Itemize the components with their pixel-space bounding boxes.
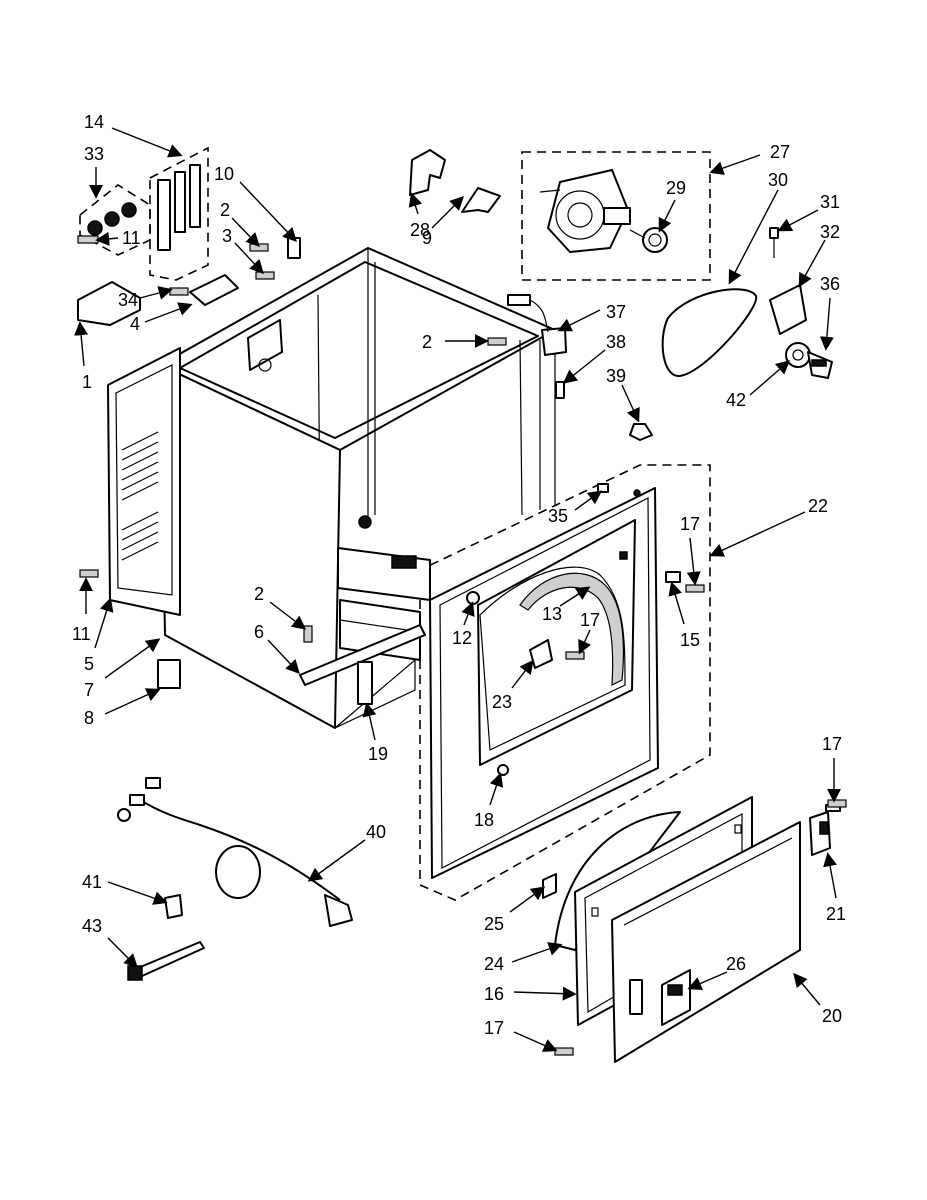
callout-28: 28 <box>410 220 430 240</box>
drum-bumper <box>629 423 653 441</box>
callout-26: 26 <box>726 954 746 974</box>
callout-32: 32 <box>820 222 840 242</box>
callout-17: 17 <box>822 734 842 754</box>
clip-15 <box>665 571 681 583</box>
callout-9: 9 <box>422 228 432 248</box>
callout-16: 16 <box>484 984 504 1004</box>
leveling-leg <box>157 659 181 689</box>
callout-2: 2 <box>254 584 264 604</box>
callout-4: 4 <box>130 314 140 334</box>
side-vents <box>121 431 159 561</box>
callout-1: 1 <box>82 372 92 392</box>
door-switch <box>507 294 567 356</box>
door-hinge <box>809 804 841 856</box>
drive-belt <box>661 288 758 378</box>
callout-21: 21 <box>826 904 846 924</box>
callout-13: 13 <box>542 604 562 624</box>
callout-8: 8 <box>84 708 94 728</box>
callout-29: 29 <box>666 178 686 198</box>
callout-17: 17 <box>484 1018 504 1038</box>
callout-25: 25 <box>484 914 504 934</box>
callout-10: 10 <box>214 164 234 184</box>
callout-19: 19 <box>368 744 388 764</box>
callout-41: 41 <box>82 872 102 892</box>
door-assembly <box>542 796 801 1063</box>
callout-2: 2 <box>220 200 230 220</box>
callout-labels: 14 33 10 2 3 11 34 4 1 28 9 27 29 30 31 … <box>72 112 846 1038</box>
idler-pulley <box>785 342 833 379</box>
callout-40: 40 <box>366 822 386 842</box>
callout-33: 33 <box>84 144 104 164</box>
callout-7: 7 <box>84 680 94 700</box>
callout-12: 12 <box>452 628 472 648</box>
callout-6: 6 <box>254 622 264 642</box>
control-knobs <box>87 202 137 236</box>
callout-18: 18 <box>474 810 494 830</box>
terminal-group-box <box>149 146 209 281</box>
callout-24: 24 <box>484 954 504 974</box>
callout-17: 17 <box>580 610 600 630</box>
callout-23: 23 <box>492 692 512 712</box>
callout-34: 34 <box>118 290 138 310</box>
bracket-1 <box>77 281 141 326</box>
callout-31: 31 <box>820 192 840 212</box>
screws <box>77 235 847 1056</box>
front-panel <box>429 483 659 879</box>
terminal-block <box>157 164 201 251</box>
callout-36: 36 <box>820 274 840 294</box>
cable-tie <box>127 941 205 981</box>
motor-clamp <box>461 187 501 213</box>
component-10 <box>287 237 301 259</box>
callout-39: 39 <box>606 366 626 386</box>
callout-17: 17 <box>680 514 700 534</box>
callout-20: 20 <box>822 1006 842 1026</box>
idler-bracket <box>769 284 807 335</box>
cabinet <box>107 247 556 729</box>
callout-15: 15 <box>680 630 700 650</box>
callout-2: 2 <box>422 332 432 352</box>
clip-41 <box>164 894 183 919</box>
callout-11: 11 <box>72 624 91 644</box>
callout-35: 35 <box>548 506 568 526</box>
callout-11: 11 <box>122 228 141 248</box>
callout-14: 14 <box>84 112 104 132</box>
front-panel-group-box <box>419 464 711 901</box>
callout-3: 3 <box>222 226 232 246</box>
callout-38: 38 <box>606 332 626 352</box>
screw-38 <box>555 381 565 399</box>
callout-5: 5 <box>84 654 94 674</box>
screw-31 <box>769 227 779 239</box>
drive-motor <box>539 169 668 253</box>
motor-group-box <box>521 151 711 281</box>
terminal-34 <box>189 274 239 306</box>
control-group-box <box>79 184 151 256</box>
callout-30: 30 <box>768 170 788 190</box>
callout-43: 43 <box>82 916 102 936</box>
motor-bracket <box>409 149 446 196</box>
callout-22: 22 <box>808 496 828 516</box>
leader-lines <box>74 127 841 1052</box>
callout-37: 37 <box>606 302 626 322</box>
power-cord <box>117 777 353 927</box>
callout-42: 42 <box>726 390 746 410</box>
callout-27: 27 <box>770 142 790 162</box>
